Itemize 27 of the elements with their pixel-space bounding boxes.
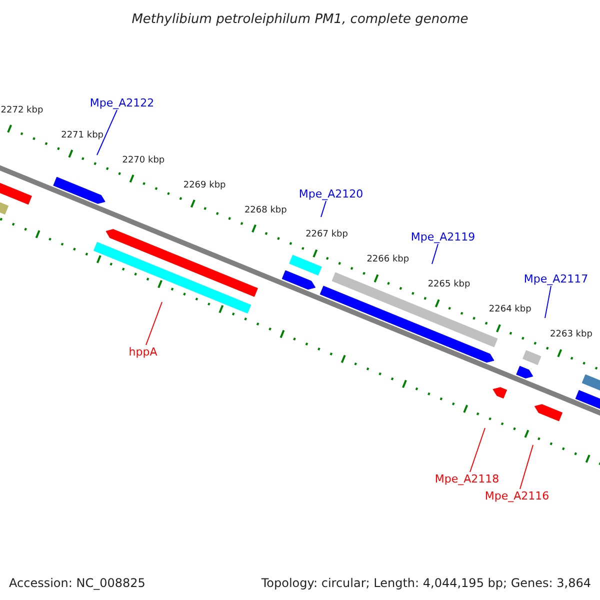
gene-label: Mpe_A2118 xyxy=(434,472,500,486)
scale-label: 2269 kbp xyxy=(183,178,226,192)
gene-label: Mpe_A2117 xyxy=(524,272,588,286)
leader-line xyxy=(432,244,438,264)
gene-label: Mpe_A2122 xyxy=(90,96,154,110)
leader-line xyxy=(146,302,162,346)
scale-label: 2268 kbp xyxy=(244,204,287,217)
leader-line xyxy=(470,428,486,472)
scale-label: 2270 kbp xyxy=(122,154,165,167)
leader-line xyxy=(320,200,326,218)
leader-line xyxy=(96,110,118,156)
scale-label: 2272 kbp xyxy=(0,104,44,117)
leader-line xyxy=(520,444,534,490)
leader-line xyxy=(544,286,552,318)
gene-label: Mpe_A2119 xyxy=(410,230,476,244)
accession-text: Accession: NC_008825 xyxy=(9,575,146,592)
gene-label: Mpe_A2116 xyxy=(484,490,550,502)
genome-summary: Topology: circular; Length: 4,044,195 bp; Genes: 3,864 xyxy=(261,575,591,592)
scale-label: 2263 kbp xyxy=(550,328,592,342)
title: Methylibium petroleiphilum PM1, complete genome xyxy=(130,11,470,29)
gene-label: Mpe_A2120 xyxy=(298,188,364,200)
scale-label: 2267 kbp xyxy=(306,228,348,242)
scale-label: 2271 kbp xyxy=(61,128,104,142)
scale-label: 2266 kbp xyxy=(366,254,410,267)
scale-label: 2264 kbp xyxy=(488,304,532,317)
gene-label: hppA xyxy=(128,346,158,358)
scale-label: 2265 kbp xyxy=(428,278,470,292)
